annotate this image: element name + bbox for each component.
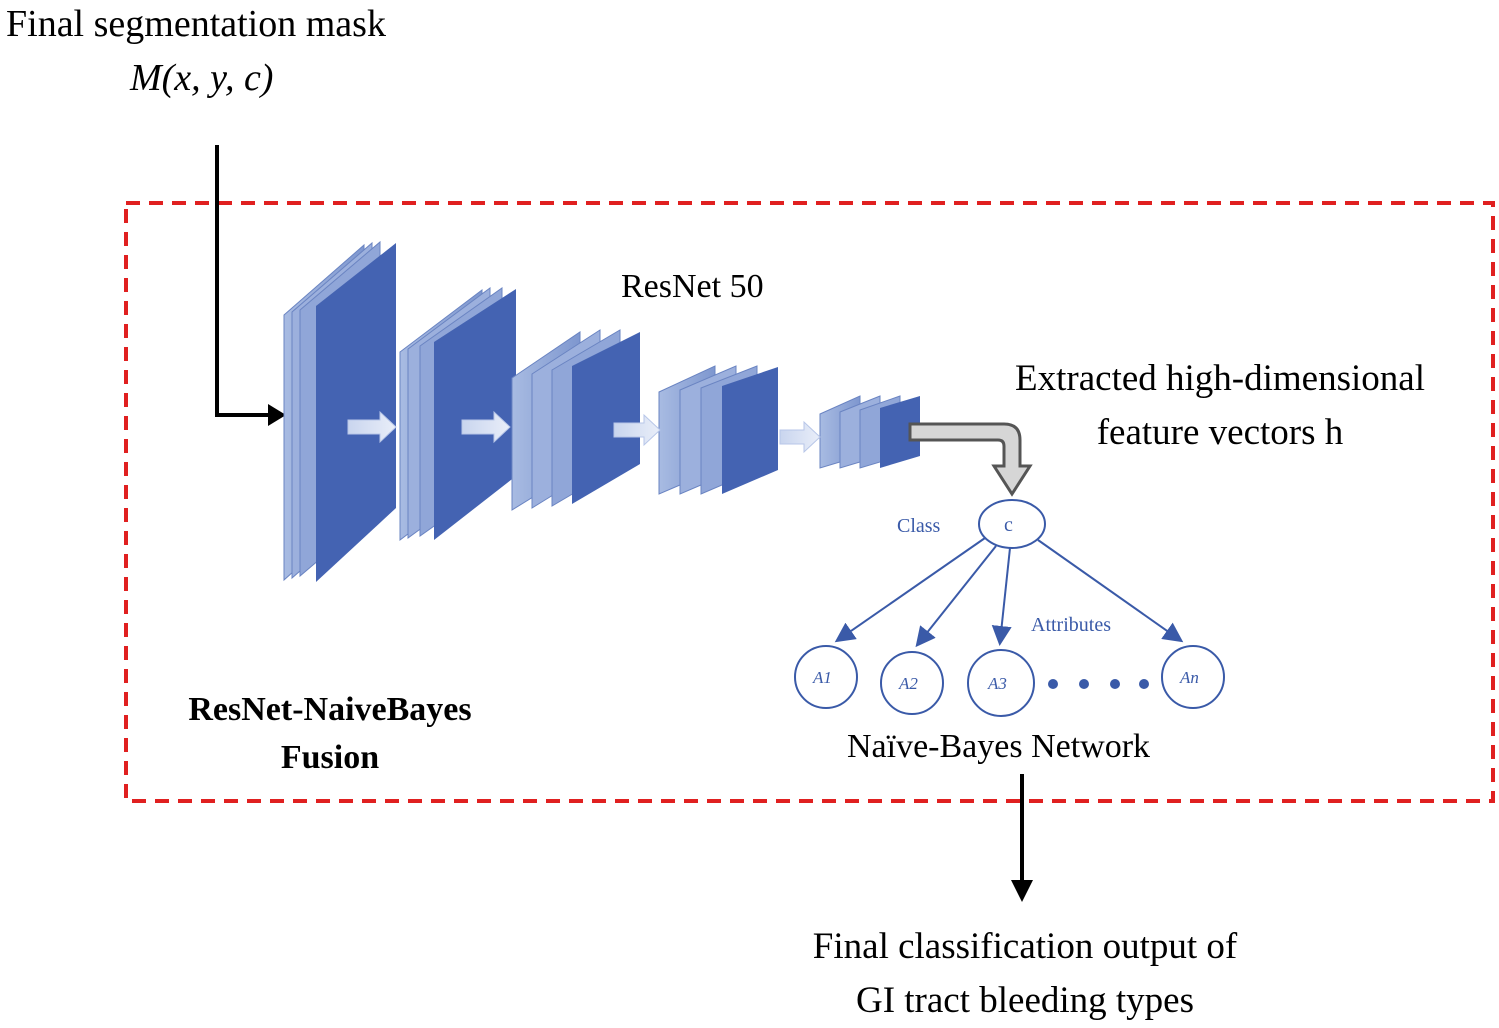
- feature-arrow: [908, 422, 1033, 497]
- attribute-label-a2: A2: [898, 674, 918, 693]
- attribute-node-a3: [967, 649, 1035, 717]
- ellipsis-dot: [1139, 679, 1149, 689]
- fusion-label: ResNet-NaiveBayes Fusion: [160, 686, 500, 782]
- ellipsis-dot: [1079, 679, 1089, 689]
- ellipsis-dot: [1048, 679, 1058, 689]
- resnet-stage-2: [399, 287, 516, 542]
- output-label-line-2: GI tract bleeding types: [855, 980, 1195, 1021]
- resnet-stage-3: [511, 329, 640, 511]
- resnet-stage-4: [658, 365, 778, 495]
- attribute-label-an: An: [1179, 668, 1199, 687]
- edge-c-a3: [991, 547, 1012, 646]
- output-label: Final classification output of GI tract …: [760, 920, 1290, 1028]
- features-label-line-1: Extracted high-dimensional: [1015, 358, 1425, 399]
- stage-arrows: [347, 410, 821, 454]
- attributes-label: Attributes: [1031, 614, 1111, 636]
- edge-c-a1: [834, 537, 986, 643]
- resnet-stage-1: [283, 240, 396, 582]
- output-label-line-1: Final classification output of: [812, 926, 1238, 967]
- edge-c-a2: [915, 545, 997, 648]
- attribute-node-a2: [880, 651, 944, 715]
- class-node: [978, 499, 1046, 549]
- input-formula: M(x, y, c): [130, 57, 274, 99]
- edge-c-an: [1037, 539, 1184, 643]
- fusion-label-line-1: ResNet-NaiveBayes: [188, 691, 472, 728]
- ellipsis-dot: [1110, 679, 1120, 689]
- fusion-frame: [124, 201, 1495, 803]
- features-label: Extracted high-dimensional feature vecto…: [980, 352, 1460, 460]
- attribute-label-a1: A1: [812, 668, 832, 687]
- resnet-label: ResNet 50: [621, 268, 764, 305]
- input-title: Final segmentation mask: [6, 3, 386, 45]
- fusion-label-line-2: Fusion: [280, 739, 380, 776]
- input-arrow: [215, 145, 286, 426]
- features-label-line-2: feature vectors h: [1096, 412, 1344, 453]
- naive-bayes-graph: Class c Attributes A1 A2 A3 An: [794, 499, 1225, 717]
- attribute-node-a1: [794, 645, 858, 709]
- naive-bayes-label: Naïve-Bayes Network: [847, 728, 1151, 765]
- attribute-node-an: [1161, 645, 1225, 709]
- resnet-stage-5: [819, 395, 920, 469]
- attribute-label-a3: A3: [987, 674, 1007, 693]
- class-label: Class: [897, 515, 941, 537]
- class-node-label: c: [1004, 514, 1013, 536]
- output-arrow: [1011, 774, 1033, 902]
